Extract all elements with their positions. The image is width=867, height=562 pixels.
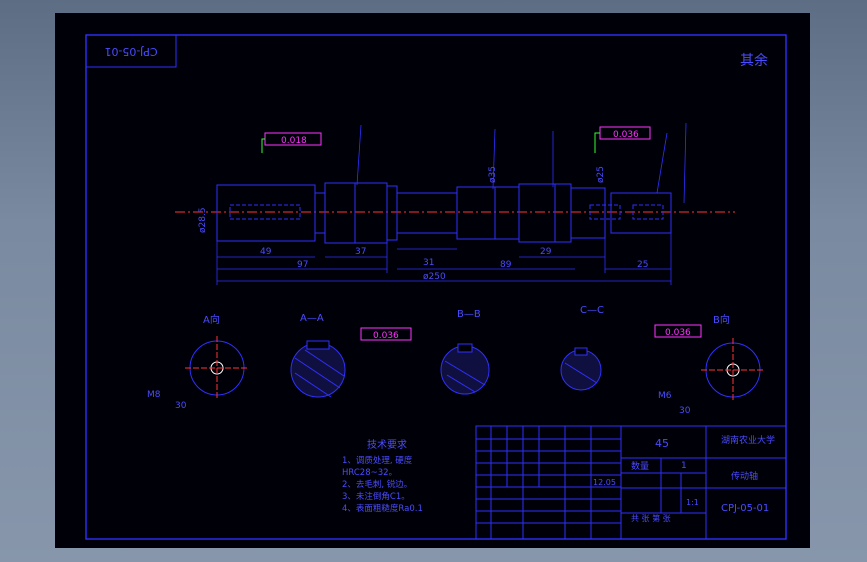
hatch-bb-2: [446, 374, 476, 393]
tb-sheet-info: 共 张 第 张: [631, 513, 671, 523]
tech-item-5: 4、表面粗糙度Ra0.1: [342, 503, 423, 514]
shaft-seg-2: [324, 182, 388, 244]
mirrored-number: CPJ-05-01: [104, 45, 157, 58]
dim-89: 89: [500, 260, 512, 270]
tb-part-name: 传动轴: [731, 470, 758, 482]
tech-title: 技术要求: [367, 438, 407, 451]
inner-frame: [85, 34, 787, 540]
section-bb-disk: [440, 345, 490, 395]
thread-b: M6: [658, 391, 672, 401]
tol-frame-3: [360, 327, 412, 341]
hatch-aa-2: [294, 372, 332, 398]
tech-item-3: 2、去毛刺, 锐边。: [342, 479, 412, 490]
tech-item-4: 3、未注倒角C1。: [342, 491, 410, 502]
hatch-aa-1: [294, 357, 341, 389]
section-aa-keyway: [306, 340, 330, 350]
shaft-seg-7: [570, 187, 606, 239]
tb-qty: 1: [681, 461, 687, 471]
shaft-outline: [175, 182, 735, 244]
thread-a: M8: [147, 390, 161, 400]
label-view-b: B向: [713, 313, 730, 326]
dim-97: 97: [297, 260, 308, 270]
section-views: A向 M8 30 A—A B—B C—C B向 M6 30: [147, 305, 765, 416]
tb-material: 45: [655, 437, 669, 450]
label-section-aa: A—A: [300, 313, 324, 324]
section-cc-disk: [560, 349, 602, 391]
tolerance-frames: 0.018 0.036 0.036 0.036: [261, 126, 702, 341]
tb-school: 湖南农业大学: [721, 434, 775, 446]
dim-d-middle: ø35: [488, 166, 498, 183]
roughness-note: 其余: [740, 52, 768, 69]
title-block: [475, 425, 787, 540]
shaft-seg-5: [456, 186, 520, 240]
tb-qty-label: 数量: [631, 460, 649, 472]
tol-value-2: 0.036: [613, 130, 639, 140]
tech-requirements: 技术要求 1、调质处理, 硬度 HRC28~32。 2、去毛刺, 锐边。 3、未…: [342, 438, 423, 514]
dim-d-right: ø25: [596, 166, 606, 183]
dimension-texts: 49 37 31 97 89 29 25 ø250 ø28.5 ø35 ø25: [198, 166, 648, 282]
keyway-3: [632, 204, 664, 220]
section-bb-keyway: [457, 343, 473, 353]
tol-frame-4: [654, 324, 702, 338]
keyway-2: [589, 204, 621, 220]
dim-48: 49: [260, 247, 272, 257]
leader-2: [594, 132, 600, 153]
tech-item-2: HRC28~32。: [342, 468, 397, 478]
shaft-seg-4: [396, 192, 458, 234]
tech-item-1: 1、调质处理, 硬度: [342, 455, 413, 466]
leader-1: [261, 138, 265, 153]
depth-b: 30: [679, 406, 691, 416]
cad-drawing: CPJ-05-01 其余: [85, 34, 787, 540]
drawing-sheet: CPJ-05-01 其余: [55, 13, 810, 548]
tb-date: 12.05: [593, 478, 616, 487]
tb-scale: 1:1: [686, 498, 699, 507]
hatch-bb-1: [444, 360, 486, 386]
tol-value-4: 0.036: [665, 328, 691, 338]
dim-total: ø250: [423, 272, 446, 282]
section-cc-keyway: [574, 347, 588, 356]
label-section-bb: B—B: [457, 309, 481, 320]
hatch-aa-3: [304, 349, 345, 377]
depth-a: 30: [175, 401, 187, 411]
tb-drawing-number: CPJ-05-01: [721, 503, 769, 514]
shaft-seg-8: [610, 192, 672, 234]
label-view-a: A向: [203, 313, 220, 326]
number-box: [85, 34, 177, 68]
dim-37: 37: [355, 247, 366, 257]
label-section-cc: C—C: [580, 305, 604, 316]
dim-31: 31: [423, 258, 434, 268]
shaft-seg-3: [386, 185, 398, 241]
tol-value-1: 0.018: [281, 136, 307, 146]
dim-29: 29: [540, 247, 552, 257]
tol-value-3: 0.036: [373, 331, 399, 341]
dim-25: 25: [637, 260, 648, 270]
shaft-seg-6: [518, 183, 572, 243]
shaft-seg-1: [216, 184, 316, 242]
dim-d-left: ø28.5: [198, 207, 208, 233]
title-block-texts: 45 湖南农业大学 数量 1 传动轴 12.05 1:1 共 张 第 张 CPJ…: [593, 434, 775, 523]
dimension-lines: [216, 122, 687, 285]
hatch-cc-1: [564, 362, 598, 384]
